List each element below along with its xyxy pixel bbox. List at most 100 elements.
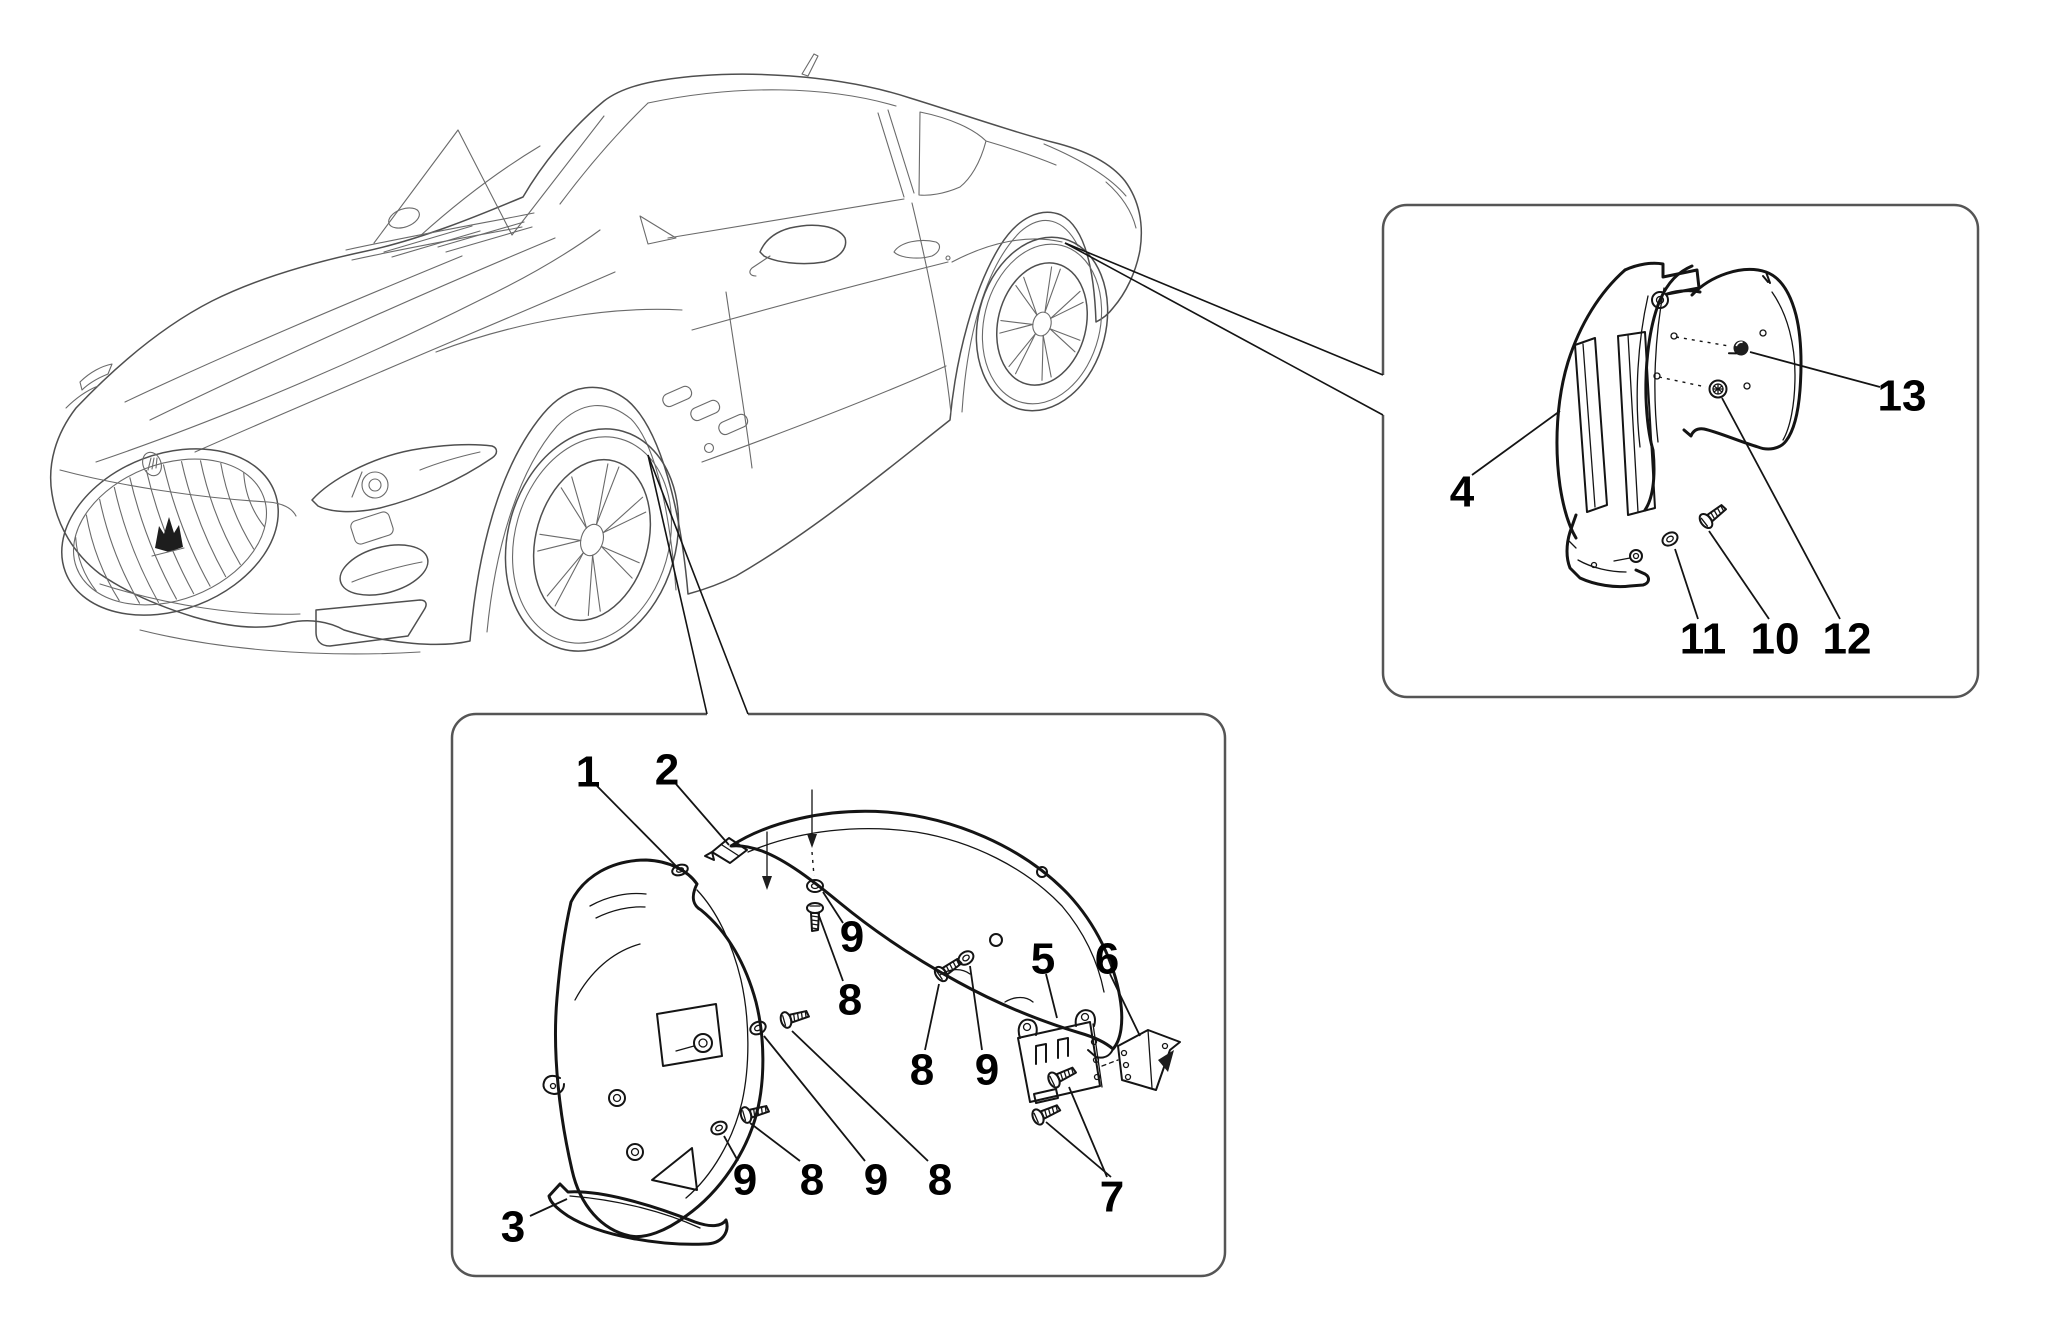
leader-line-part-8 bbox=[791, 1030, 929, 1162]
wheel-spoke bbox=[1050, 290, 1081, 319]
right-headlight-sliver bbox=[65, 363, 113, 409]
grille-slat bbox=[113, 486, 160, 603]
wheel-spoke bbox=[546, 551, 584, 597]
wheel-spoke bbox=[571, 476, 588, 529]
rear-arch-lip bbox=[961, 219, 1079, 413]
wheel-spoke bbox=[1008, 332, 1037, 368]
screw-icon bbox=[1698, 504, 1727, 530]
washer-icon bbox=[957, 950, 975, 966]
wheel-spoke bbox=[595, 466, 620, 526]
hood-badge bbox=[142, 451, 162, 477]
hood-shutline bbox=[95, 229, 601, 463]
antenna bbox=[801, 53, 819, 77]
fender-crest bbox=[435, 308, 683, 353]
washer-icon bbox=[1661, 531, 1679, 547]
leader-line-part-4 bbox=[1471, 410, 1561, 476]
washer-icon bbox=[710, 1120, 728, 1136]
leader-line-part-3 bbox=[529, 1198, 568, 1217]
trunk-line bbox=[1043, 143, 1127, 197]
dashed-link bbox=[1675, 336, 1730, 347]
hood-crease bbox=[149, 237, 556, 421]
wiper bbox=[383, 221, 533, 258]
washer-hole bbox=[962, 954, 970, 962]
left-headlight bbox=[311, 443, 498, 513]
part-label-9: 9 bbox=[864, 1156, 888, 1205]
push-pin-icon bbox=[1727, 340, 1749, 356]
wheel-spoke bbox=[554, 551, 584, 607]
leader-line-part-12 bbox=[1721, 397, 1841, 620]
leader-line-part-1 bbox=[596, 785, 681, 871]
pointer-wedge-line bbox=[1064, 242, 1384, 376]
wheel-spoke bbox=[1014, 332, 1037, 375]
part-label-6: 6 bbox=[1095, 935, 1119, 984]
fender-vents bbox=[662, 385, 749, 454]
screw-icon bbox=[739, 1105, 770, 1124]
front-splitter bbox=[139, 629, 421, 655]
rear-quarter-bulge bbox=[951, 238, 1063, 263]
wheel-spoke bbox=[1042, 334, 1052, 378]
part-label-8: 8 bbox=[838, 976, 862, 1025]
part-label-8: 8 bbox=[928, 1156, 952, 1205]
wheel-spoke bbox=[1015, 285, 1038, 316]
leader-line-part-6 bbox=[1109, 973, 1141, 1037]
wheel-spoke bbox=[592, 554, 601, 612]
wheel-spoke bbox=[1041, 334, 1044, 381]
screw-icon bbox=[806, 902, 824, 932]
wheel-spoke bbox=[1050, 301, 1084, 319]
part-label-5: 5 bbox=[1031, 935, 1055, 984]
wheel-spoke bbox=[595, 463, 609, 526]
wheel-spoke bbox=[1000, 320, 1034, 326]
wheel-spoke bbox=[600, 545, 640, 564]
screw-icon bbox=[779, 1010, 810, 1029]
grommet-icon bbox=[1708, 379, 1728, 399]
screw-icon bbox=[1031, 1104, 1062, 1126]
wheel-spoke bbox=[1044, 268, 1061, 313]
front-wheelhouse-parts-art bbox=[542, 789, 1181, 1246]
side-mirror bbox=[749, 224, 847, 277]
wheel-spoke bbox=[1044, 266, 1053, 313]
part-4-rear-wheelhouse-liner bbox=[1555, 261, 1803, 589]
part-5-bracket bbox=[1017, 1009, 1119, 1104]
door-handle bbox=[893, 239, 951, 261]
part-label-2: 2 bbox=[655, 746, 679, 795]
door-lower-crease bbox=[701, 365, 947, 463]
grille-slat bbox=[199, 460, 241, 566]
part-label-9: 9 bbox=[840, 913, 864, 962]
rear-wheel-spokes bbox=[999, 266, 1084, 381]
windshield-reflection-arc bbox=[419, 145, 541, 237]
part-label-11: 11 bbox=[1680, 615, 1727, 664]
grille-slats bbox=[75, 460, 265, 604]
front-wheel-spokes bbox=[537, 463, 647, 617]
leader-line-part-9 bbox=[969, 965, 983, 1051]
part-label-7: 7 bbox=[1100, 1173, 1124, 1222]
leader-line-part-8 bbox=[817, 912, 844, 982]
turn-signal bbox=[350, 511, 394, 545]
wheel-spoke bbox=[1049, 328, 1081, 341]
part-label-13: 13 bbox=[1878, 372, 1927, 421]
roof-inner-line bbox=[647, 89, 897, 107]
front-wheel bbox=[504, 428, 680, 652]
grille-slat bbox=[180, 461, 227, 578]
part-label-12: 12 bbox=[1823, 615, 1872, 664]
wheel-spoke bbox=[537, 539, 582, 552]
hood-crease bbox=[194, 271, 616, 453]
part-6-bracket bbox=[1117, 1029, 1181, 1091]
grille-slat bbox=[129, 477, 178, 600]
leader-line-part-9 bbox=[763, 1035, 866, 1162]
leader-line-part-7 bbox=[1068, 1086, 1108, 1178]
rear-wheelhouse-border bbox=[1381, 203, 1980, 699]
washer-icon bbox=[806, 879, 824, 893]
grille-slat bbox=[162, 464, 211, 587]
wheel-spoke bbox=[1049, 328, 1076, 353]
wheel-spoke bbox=[602, 511, 647, 534]
tail-lamp-line bbox=[1105, 181, 1137, 229]
wheel-spoke bbox=[1023, 276, 1038, 316]
front-arch-lip bbox=[486, 405, 677, 633]
wheel-spoke bbox=[600, 545, 633, 579]
leader-line-part-11 bbox=[1674, 548, 1699, 620]
wheel-spoke bbox=[560, 487, 588, 529]
